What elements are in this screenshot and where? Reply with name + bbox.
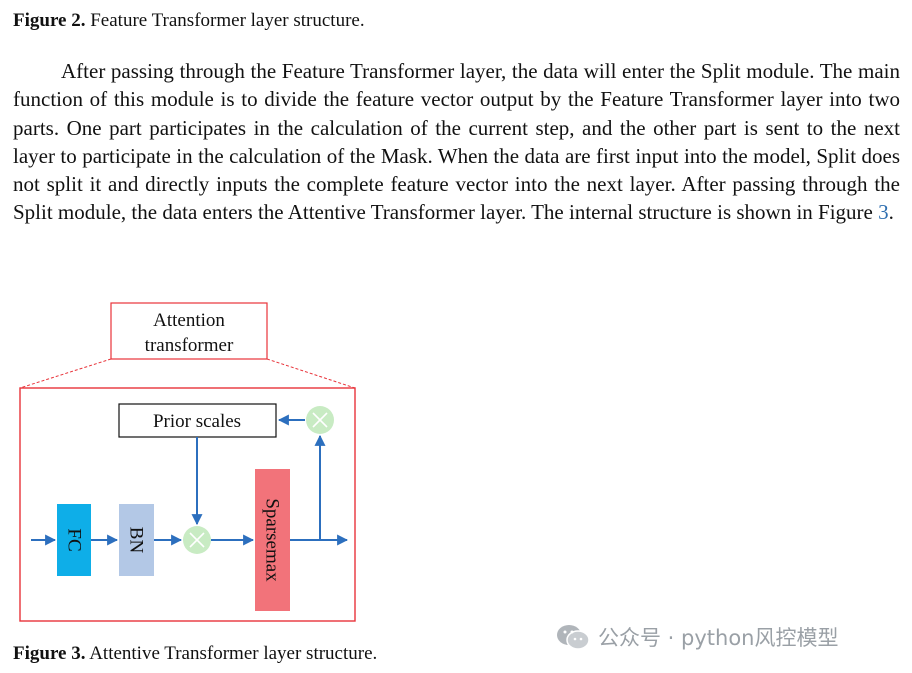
fc-block	[57, 504, 91, 576]
multiply-node-icon	[183, 526, 211, 554]
body-paragraph: After passing through the Feature Transf…	[13, 57, 900, 227]
watermark: 公众号 · python风控模型	[556, 621, 838, 653]
paragraph-text: After passing through the Feature Transf…	[13, 59, 900, 225]
zoom-line-right	[266, 358, 356, 389]
attentive-transformer-frame	[19, 387, 356, 622]
fc-label: FC	[64, 528, 85, 551]
sparsemax-block	[255, 469, 290, 611]
figure-2-text: Feature Transformer layer structure.	[90, 10, 365, 31]
prior-scales-label: Prior scales	[153, 411, 241, 432]
paragraph-end: .	[888, 200, 894, 225]
transformer-label-line2: transformer	[145, 335, 234, 356]
bn-block	[119, 504, 154, 576]
figure-3-caption: Figure 3. Attentive Transformer layer st…	[13, 642, 377, 666]
figure-3-text: Attentive Transformer layer structure.	[89, 643, 378, 664]
multiply-node-top-icon	[306, 406, 334, 434]
figure-3-reference-link[interactable]: 3	[878, 200, 889, 225]
figure-2-label: Figure 2.	[13, 10, 86, 31]
prior-scales-box	[118, 403, 277, 438]
figure-2-caption: Figure 2. Feature Transformer layer stru…	[13, 9, 365, 33]
bn-label: BN	[126, 527, 147, 554]
figure-3-label: Figure 3.	[13, 643, 86, 664]
attentive-transformer-diagram: Attention transformer Prior scales FC BN…	[19, 302, 356, 622]
wechat-icon	[557, 625, 590, 650]
sparsemax-label: Sparsemax	[262, 498, 283, 582]
zoom-line-left	[19, 358, 112, 389]
watermark-text: 公众号 · python风控模型	[598, 626, 839, 650]
attention-label-line1: Attention	[153, 310, 225, 331]
attention-transformer-label-box	[110, 302, 268, 360]
